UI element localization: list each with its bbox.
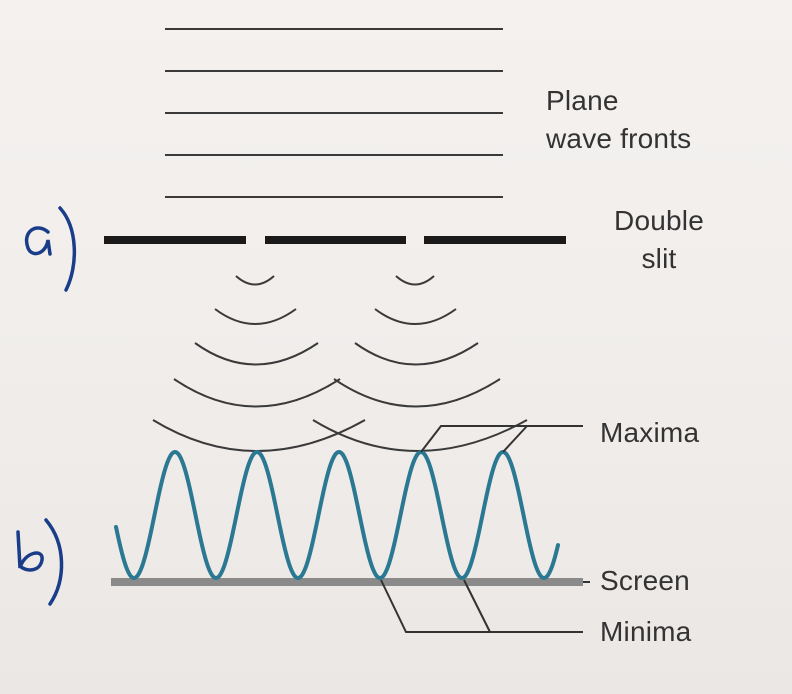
wavelet-arc: [395, 275, 435, 286]
handwritten-part-b: [16, 518, 64, 606]
interference-wave: [114, 449, 560, 581]
handwritten-b-paren: [44, 518, 64, 606]
minima-leader-branch: [463, 579, 491, 633]
minima-leader-lines: [380, 579, 583, 633]
wavelet-arc: [152, 419, 366, 452]
wavelet-arc: [235, 275, 275, 286]
wavelet-arc: [354, 342, 479, 366]
wavelet-arc: [333, 378, 501, 408]
maxima-leader-lines: [420, 425, 583, 453]
wavelet-arc: [173, 378, 341, 408]
minima-leader: [380, 579, 583, 633]
handwritten-a-paren: [58, 206, 77, 292]
handwritten-part-a: [24, 206, 77, 292]
maxima-leader: [420, 425, 583, 453]
screen-label: Screen: [600, 565, 690, 596]
maxima-label: Maxima: [600, 417, 700, 448]
wavelet-arc: [194, 342, 319, 366]
wavelet-arc: [374, 308, 457, 325]
wavelet-arc: [214, 308, 297, 325]
right-slit-wavelets: [312, 275, 528, 452]
wavelet-arc: [312, 419, 528, 452]
maxima-leader-branch: [502, 425, 528, 453]
left-slit-wavelets: [152, 275, 366, 452]
plane-wave-fronts: [165, 28, 503, 198]
handwritten-a-letter: [24, 226, 52, 256]
minima-label: Minima: [600, 616, 692, 647]
handwritten-b-letter: [16, 530, 44, 572]
